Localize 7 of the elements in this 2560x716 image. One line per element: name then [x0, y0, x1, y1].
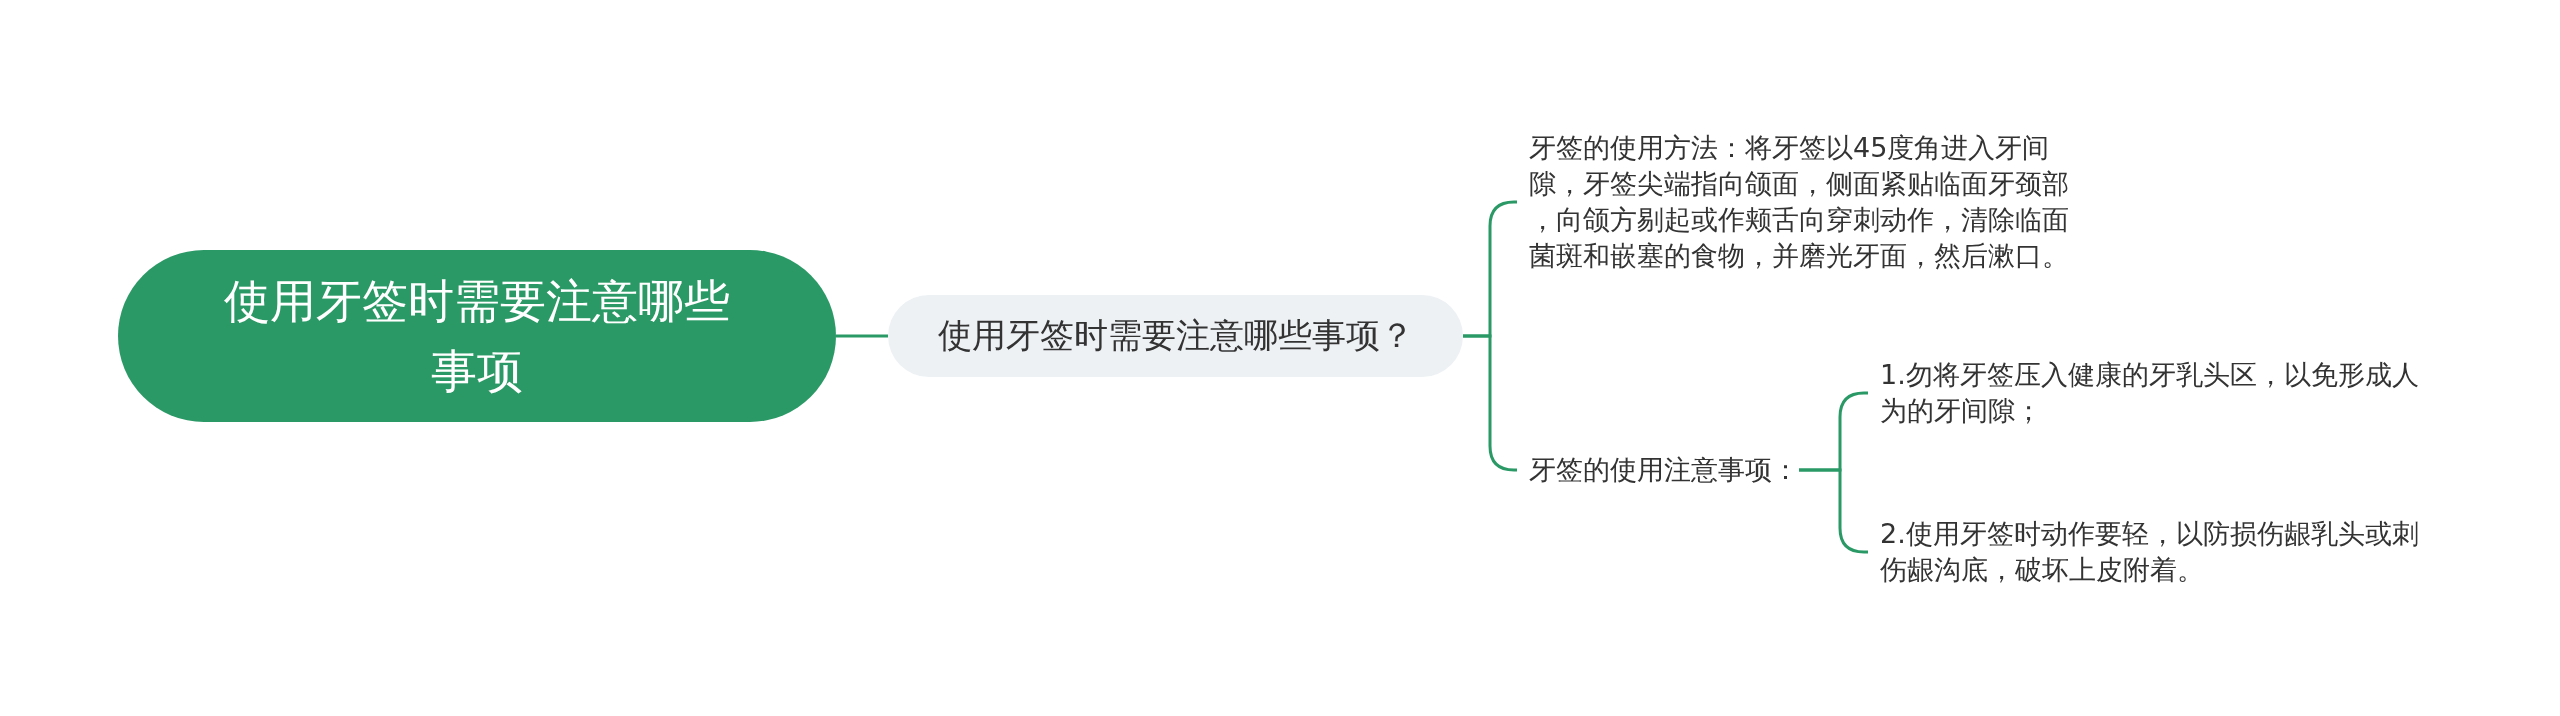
subtopic-pill: 使用牙签时需要注意哪些事项？ [888, 295, 1463, 377]
branch-text: 牙签的使用注意事项： [1517, 452, 1799, 488]
branch-text: 1.勿将牙签压入健康的牙乳头区，以免形成人为的牙间隙； [1868, 357, 2426, 429]
central-topic: 使用牙签时需要注意哪些事项 [118, 250, 836, 422]
branch-text: 牙签的使用方法：将牙签以45度角进入牙间隙，牙签尖端指向颌面，侧面紧贴临面牙颈部，向颌方剔起或作颊舌向穿刺动作，清除临面菌斑和嵌塞的食物，并磨光牙面，然后漱口。 [1517, 130, 2075, 274]
connector-line [836, 334, 888, 338]
branch-text: 2.使用牙签时动作要轻，以防损伤龈乳头或刺伤龈沟底，破坏上皮附着。 [1868, 516, 2426, 588]
